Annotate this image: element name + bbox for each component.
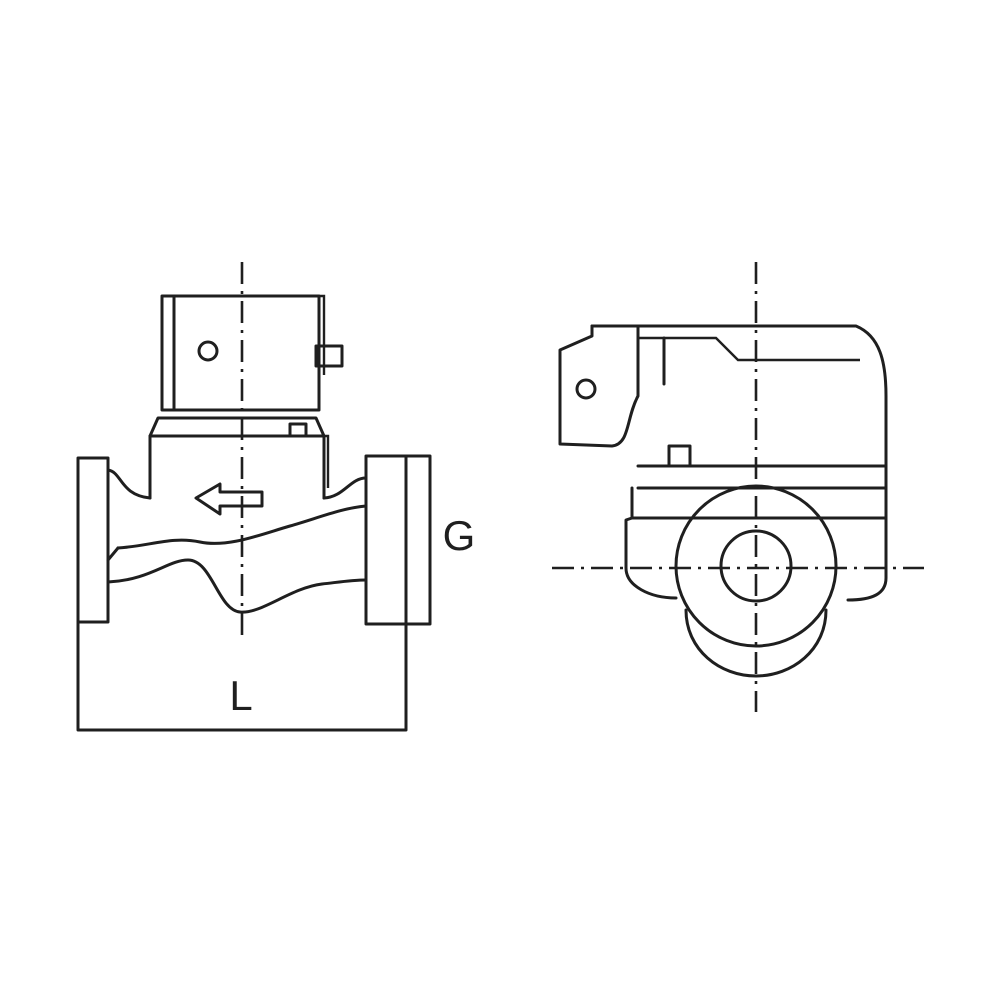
length-dimension: [76, 620, 408, 732]
right-flange: [364, 454, 432, 626]
motor-head: [160, 294, 344, 412]
terminal-plug: [314, 344, 344, 368]
left-flange: [76, 456, 110, 624]
side-indicator-circle: [575, 378, 597, 400]
front-view: L G: [76, 262, 476, 732]
side-view: [552, 262, 924, 712]
side-motor-head: [590, 324, 888, 490]
flow-arrow-icon: [194, 482, 264, 516]
side-base: [624, 486, 888, 602]
indicator-circle: [197, 340, 219, 362]
side-plug: [667, 444, 692, 468]
length-label: L: [229, 672, 252, 719]
port-opening: [719, 529, 793, 603]
pump-housing: [148, 416, 330, 500]
small-plug: [288, 422, 308, 438]
connection-label: G: [443, 512, 476, 559]
terminal-box: [558, 324, 640, 448]
pipe-body: [106, 468, 368, 614]
